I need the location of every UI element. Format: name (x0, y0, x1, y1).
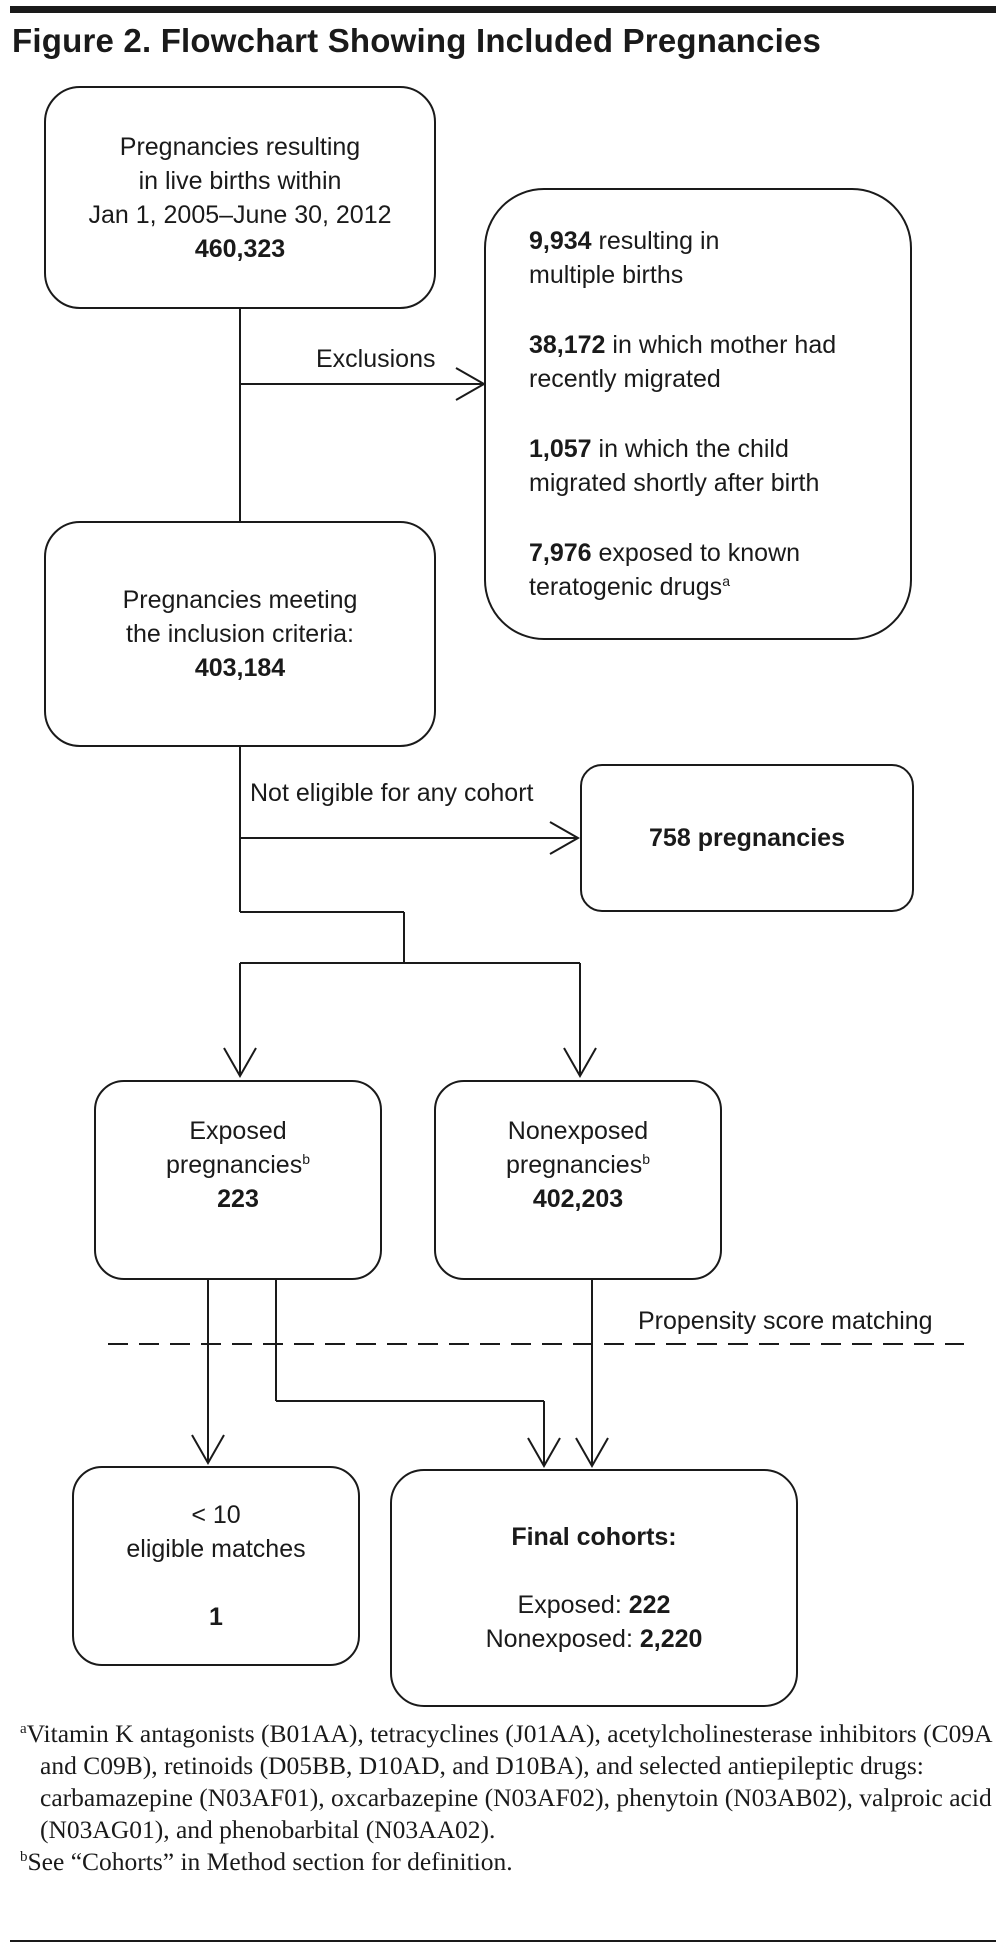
node-inclusion-line1: Pregnancies meeting (122, 586, 358, 614)
node-exposed: Exposed pregnanciesb 223 (94, 1080, 382, 1280)
node-exposed-line1: Exposed (189, 1117, 287, 1145)
arrowhead-not-eligible (549, 821, 581, 855)
exclusion-text: exposed to known (591, 539, 801, 567)
node-not-eligible-label: 758 pregnancies (649, 824, 845, 852)
arrowhead-few (191, 1434, 225, 1466)
edge-label-exclusions: Exclusions (316, 345, 436, 373)
exclusion-text: teratogenic drugs (529, 573, 723, 601)
exclusion-text: migrated shortly after birth (529, 469, 820, 497)
exclusion-item: 1,057 in which the child migrated shortl… (529, 432, 910, 500)
footnote-a-text: Vitamin K antagonists (B01AA), tetracycl… (26, 1719, 992, 1844)
node-few-matches: < 10 eligible matches 1 (72, 1466, 360, 1666)
exclusion-item: 9,934 resulting in multiple births (529, 224, 910, 292)
node-start-line2: in live births within (138, 166, 342, 195)
exclusion-text: in which the child (591, 435, 789, 463)
node-few-matches-line2: eligible matches (126, 1535, 306, 1563)
edge-label-propensity: Propensity score matching (638, 1307, 933, 1335)
bottom-rule (10, 1940, 996, 1942)
node-few-matches-count: 1 (209, 1603, 223, 1631)
node-exclusions: 9,934 resulting in multiple births 38,17… (484, 188, 912, 640)
node-start-count: 460,323 (194, 234, 286, 263)
node-final-nonexposed-label: Nonexposed: (485, 1625, 640, 1653)
node-final-exposed-count: 222 (628, 1591, 671, 1619)
exclusion-text: recently migrated (529, 365, 721, 393)
footnote-marker-a: a (722, 573, 730, 589)
exclusion-count: 1,057 (529, 435, 592, 463)
node-nonexposed-line1: Nonexposed (507, 1117, 649, 1145)
exclusion-item: 38,172 in which mother had recently migr… (529, 328, 910, 396)
node-final-cohorts: Final cohorts: Exposed: 222 Nonexposed: … (390, 1469, 798, 1707)
flowchart-connectors (108, 309, 964, 1469)
arrowhead-final-exposed (527, 1437, 561, 1469)
node-exposed-line2: pregnancies (165, 1151, 303, 1179)
node-final-exposed-label: Exposed: (517, 1591, 629, 1619)
footnote-marker-b: b (642, 1151, 650, 1167)
footnotes: aVitamin K antagonists (B01AA), tetracyc… (10, 1718, 996, 1878)
node-start: Pregnancies resulting in live births wit… (44, 86, 436, 309)
arrowhead-exposed (223, 1047, 257, 1079)
footnote-a: aVitamin K antagonists (B01AA), tetracyc… (10, 1718, 996, 1846)
exclusion-text: in which mother had (605, 331, 837, 359)
exclusion-text: resulting in (591, 227, 720, 255)
node-nonexposed-count: 402,203 (532, 1185, 624, 1213)
edge-label-not-eligible: Not eligible for any cohort (250, 779, 534, 807)
footnote-marker-b: b (302, 1151, 310, 1167)
node-final-nonexposed-count: 2,220 (639, 1625, 703, 1653)
node-nonexposed: Nonexposed pregnanciesb 402,203 (434, 1080, 722, 1280)
node-start-line1: Pregnancies resulting (119, 132, 361, 161)
arrowhead-nonexposed (563, 1047, 597, 1079)
node-final-heading: Final cohorts: (511, 1523, 677, 1551)
footnote-b: bSee “Cohorts” in Method section for def… (10, 1846, 996, 1878)
exclusion-count: 38,172 (529, 331, 606, 359)
node-nonexposed-line2: pregnancies (505, 1151, 643, 1179)
figure-title: Figure 2. Flowchart Showing Included Pre… (12, 22, 822, 59)
node-few-matches-line1: < 10 (191, 1501, 241, 1529)
arrowhead-final-nonexposed (575, 1437, 609, 1469)
exclusion-item: 7,976 exposed to known teratogenic drugs… (529, 536, 910, 604)
node-start-line3: Jan 1, 2005–June 30, 2012 (88, 200, 392, 229)
node-inclusion-count: 403,184 (194, 654, 286, 682)
node-not-eligible: 758 pregnancies (580, 764, 914, 912)
footnote-b-marker: b (20, 1849, 28, 1865)
node-exposed-count: 223 (217, 1185, 259, 1213)
top-rule (10, 6, 996, 13)
node-inclusion-line2: the inclusion criteria: (126, 620, 354, 648)
exclusion-text: multiple births (529, 261, 684, 289)
node-inclusion: Pregnancies meeting the inclusion criter… (44, 521, 436, 747)
exclusion-count: 9,934 (529, 227, 592, 255)
footnote-a-marker: a (20, 1721, 27, 1737)
exclusion-count: 7,976 (529, 539, 592, 567)
footnote-b-text: See “Cohorts” in Method section for defi… (27, 1847, 513, 1876)
